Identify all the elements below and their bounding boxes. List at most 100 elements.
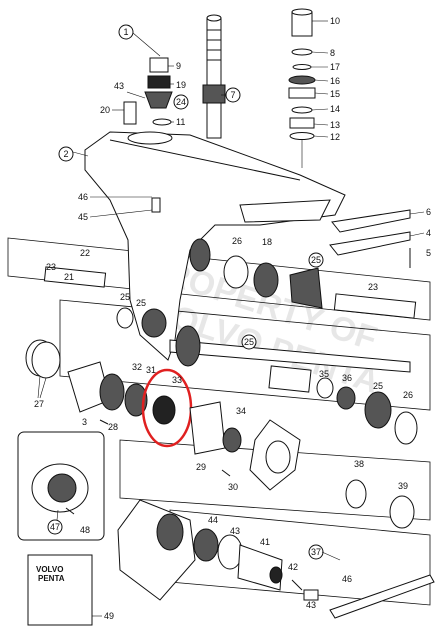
bracket-parts: [329, 209, 411, 268]
label-6: 6: [426, 207, 431, 217]
label-47: 46: [342, 574, 352, 584]
label-circle-41: [308, 544, 324, 560]
label-20: 20: [100, 105, 110, 115]
label-circle-25-mid: [308, 252, 324, 268]
label-34: 32: [132, 362, 142, 372]
plane-prop-shaft: [59, 299, 431, 411]
leader-line: [313, 123, 329, 126]
inset-box: [17, 431, 105, 541]
part-12: [289, 132, 315, 140]
part-47-tool: [329, 574, 435, 619]
circled-labels: 1 2 7 24 25 25 47 37: [47, 24, 324, 560]
gear-housing: [84, 131, 346, 361]
label-53: 49: [104, 611, 114, 621]
label-28: 25: [120, 292, 130, 302]
label-25-low: 25: [244, 337, 254, 347]
leader-line: [314, 92, 329, 95]
manual-label-line-1: VOLVO: [36, 565, 63, 574]
label-42: 41: [260, 537, 270, 547]
drive-shaft-top: [206, 14, 222, 22]
leader-line: [37, 375, 41, 399]
part-38: [336, 386, 356, 410]
label-15: 15: [330, 89, 340, 99]
part-15: [288, 87, 316, 99]
part-44: [303, 589, 319, 601]
tab-washer-group: [189, 401, 242, 477]
label-41: 37: [311, 547, 321, 557]
part-37: [316, 377, 334, 399]
leader-line: [409, 232, 425, 237]
label-45: 43: [230, 526, 240, 536]
part-26-lower: [394, 411, 418, 445]
leader-line: [311, 108, 329, 111]
drive-shaft-bearing: [202, 84, 226, 104]
label-circle-25-low: [241, 334, 257, 350]
manual-cover: [27, 554, 93, 626]
label-51: 47: [50, 522, 60, 532]
part-16: [288, 75, 316, 85]
propeller-shaft: [169, 325, 418, 445]
leader-line: [126, 91, 146, 99]
part-30-screw: [99, 419, 109, 425]
upper-shaft-parts: [43, 255, 417, 338]
label-46: 44: [208, 515, 218, 525]
label-32: 30: [228, 482, 238, 492]
part-11: [152, 118, 172, 126]
label-24: 25: [373, 381, 383, 391]
drive-shaft-body: [206, 17, 222, 139]
part-43: [291, 579, 303, 591]
drive-shaft-splines: [207, 29, 221, 61]
part-6: [331, 209, 411, 233]
drive-shaft: [202, 14, 226, 139]
leader-line: [409, 211, 425, 215]
part-25-lower-gear: [175, 325, 201, 367]
part-32-screw: [221, 469, 231, 477]
part-42-tip: [269, 566, 283, 584]
label-33: 31: [146, 365, 156, 375]
part-31-bracket: [189, 401, 226, 455]
label-27: 25: [136, 298, 146, 308]
front-propeller-hub: [156, 513, 184, 551]
label-4: 4: [426, 228, 431, 238]
housing-top-bore: [127, 131, 173, 145]
leader-line: [313, 135, 329, 138]
label-12: 12: [330, 132, 340, 142]
prop-nut-group: [193, 479, 435, 619]
part-8: [291, 48, 313, 56]
part-26-upper: [223, 255, 249, 289]
label-13: 13: [330, 120, 340, 130]
label-36: 34: [236, 406, 246, 416]
label-circle-2: [58, 146, 74, 162]
bearing-housing-group: [25, 339, 176, 425]
prop-shaft-body: [169, 339, 411, 373]
part-49-screw: [151, 197, 161, 213]
part-23-right-shaft: [333, 293, 417, 319]
label-9: 9: [176, 61, 181, 71]
prop-shaft-splines: [268, 365, 312, 393]
label-40: 39: [398, 481, 408, 491]
label-14: 14: [330, 104, 340, 114]
leader-line: [56, 509, 59, 521]
label-31: 29: [196, 462, 206, 472]
part-39: [345, 479, 367, 509]
top-bearing-stack: [288, 8, 316, 168]
part-19: [147, 75, 171, 89]
part-23-left-shaft: [43, 266, 107, 288]
label-23-right: 23: [368, 282, 378, 292]
plane-prop-parts: [119, 439, 431, 521]
label-19: 19: [176, 80, 186, 90]
label-43: 42: [288, 562, 298, 572]
rear-propeller-hub: [265, 440, 291, 474]
label-29: 27: [34, 399, 44, 409]
label-48: 43: [114, 81, 124, 91]
housing-body: [84, 131, 346, 361]
label-3: 3: [82, 417, 87, 427]
label-circle-51: [47, 519, 63, 535]
part-24: [364, 391, 392, 429]
leader-line: [314, 79, 329, 82]
part-28: [116, 307, 134, 329]
label-16: 16: [330, 76, 340, 86]
pinion-parts: [123, 57, 173, 126]
part-17: [292, 64, 312, 70]
label-30: 28: [108, 422, 118, 432]
